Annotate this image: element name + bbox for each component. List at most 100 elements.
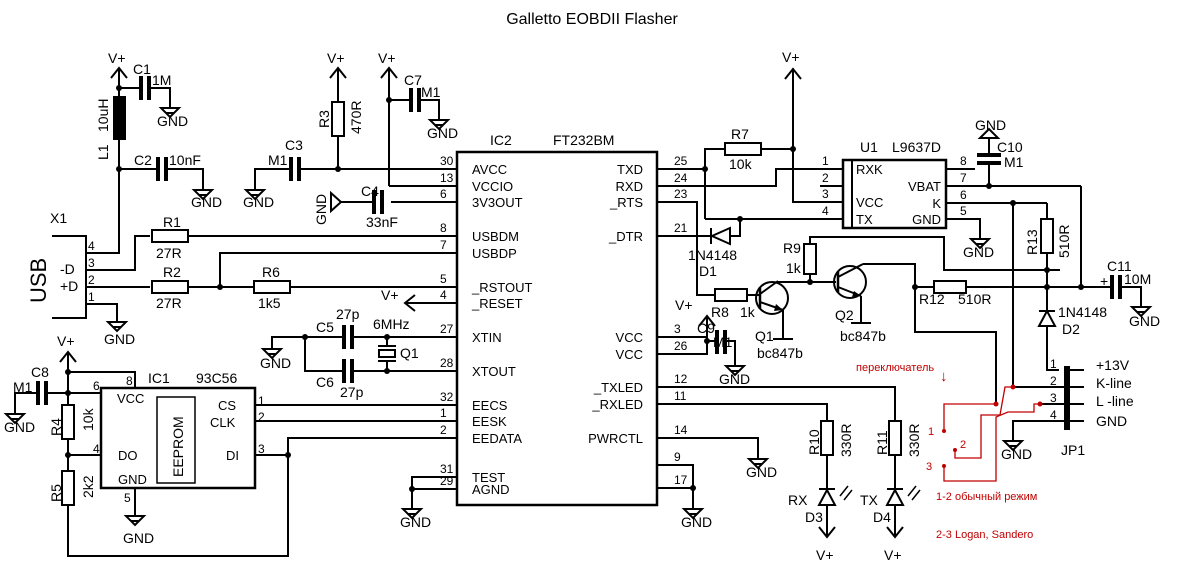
svg-text:1N4148: 1N4148 [688, 247, 737, 263]
page-title: Galletto EOBDII Flasher [506, 11, 678, 28]
ic2-pin-name: 3V3OUT [472, 195, 523, 210]
ic2-pin-name: RXD [616, 179, 643, 194]
svg-text:GND: GND [681, 514, 712, 530]
ic2-pin-number: 12 [674, 372, 688, 386]
ic2-ft232bm: IC2 FT232BM 30AVCC13VCCIO63V3OUT8USBDM7U… [400, 132, 690, 530]
svg-text:Q1: Q1 [755, 328, 774, 344]
svg-text:GND: GND [260, 355, 291, 371]
ic2-pin-name: XTIN [472, 330, 502, 345]
svg-text:10k: 10k [729, 156, 753, 172]
switch-arrow: ↓ [940, 368, 948, 385]
svg-text:GND: GND [1096, 413, 1127, 429]
svg-text:1: 1 [258, 394, 265, 408]
crystal-circuit: GND C5 27p C6 27p Q1 6MHz [260, 306, 457, 400]
svg-text:R4: R4 [48, 418, 64, 436]
ic2-pin-name: TEST [472, 470, 505, 485]
svg-text:GND: GND [746, 464, 777, 480]
svg-text:V+: V+ [675, 297, 693, 313]
svg-text:K-line: K-line [1096, 375, 1132, 391]
svg-text:V+: V+ [327, 50, 345, 66]
svg-text:8: 8 [126, 374, 133, 388]
svg-text:GND: GND [4, 419, 35, 435]
svg-text:R5: R5 [48, 484, 64, 502]
svg-text:+: + [1100, 273, 1108, 289]
svg-text:10nF: 10nF [169, 152, 201, 168]
u1-pin-name: TX [856, 212, 873, 227]
u1-pin-name: RXK [856, 162, 883, 177]
u1-pin-name: GND [912, 212, 941, 227]
svg-text:CLK: CLK [210, 415, 236, 430]
svg-text:C6: C6 [316, 374, 334, 390]
svg-text:C5: C5 [316, 319, 334, 335]
svg-text:93C56: 93C56 [196, 370, 237, 386]
svg-text:JP1: JP1 [1061, 442, 1085, 458]
ic2-pin-name: EEDATA [472, 431, 522, 446]
svg-text:GND: GND [123, 530, 154, 546]
ic2-pin-number: 30 [440, 154, 454, 168]
svg-text:4: 4 [88, 239, 95, 253]
ic2-pin-number: 21 [674, 221, 688, 235]
u1-pin-number: 2 [822, 171, 829, 185]
u1-pin-number: 6 [960, 188, 967, 202]
ic2-pin-name: USBDM [472, 229, 519, 244]
ic2-pin-number: 26 [674, 339, 688, 353]
svg-text:GND: GND [118, 472, 147, 487]
svg-text:Q1: Q1 [400, 345, 419, 361]
u1-pin-name: VBAT [908, 179, 941, 194]
l1-c1-c2: V+ 10uH L1 GND C1 1M GND C2 10nF [95, 50, 222, 210]
svg-text:M1: M1 [268, 152, 288, 168]
svg-text:D4: D4 [873, 509, 891, 525]
svg-text:27R: 27R [156, 295, 182, 311]
svg-text:GND: GND [104, 331, 135, 347]
svg-text:V+: V+ [108, 50, 126, 66]
svg-text:IC1: IC1 [148, 370, 170, 386]
svg-text:R2: R2 [163, 264, 181, 280]
svg-text:2: 2 [960, 439, 966, 451]
ic1-eeprom: IC1 93C56 EEPROM VCC DO GND CS CLK DI 8 … [4, 333, 457, 557]
svg-text:V+: V+ [381, 287, 399, 303]
u1-pin-number: 8 [960, 154, 967, 168]
svg-text:GND: GND [963, 244, 994, 260]
svg-text:4: 4 [1050, 408, 1057, 422]
switch-label: переключатель [856, 362, 934, 374]
svg-text:GND: GND [157, 113, 188, 129]
svg-text:10k: 10k [80, 407, 96, 431]
svg-text:R10: R10 [806, 429, 822, 455]
svg-text:330R: 330R [838, 424, 854, 457]
u1-pin-name: K [932, 196, 941, 211]
svg-text:CS: CS [218, 398, 236, 413]
ic2-pin-number: 28 [440, 356, 454, 370]
ic2-pin-name: _RXLED [591, 397, 643, 412]
svg-text:TX: TX [860, 492, 879, 508]
x1-ref: X1 [50, 210, 67, 226]
jp1-connector: GND 1 2 3 4 +13V K-line L -line GND JP1 [1001, 357, 1134, 462]
svg-text:FT232BM: FT232BM [553, 132, 614, 148]
svg-text:D2: D2 [1062, 321, 1080, 337]
svg-text:bc847b: bc847b [840, 328, 886, 344]
u1-pin-number: 4 [822, 204, 829, 218]
svg-text:4: 4 [93, 442, 100, 456]
svg-text:EEPROM: EEPROM [170, 416, 186, 477]
ic2-pin-number: 4 [440, 288, 447, 302]
ic2-pin-name: _RESET [471, 296, 523, 311]
svg-text:510R: 510R [958, 291, 991, 307]
ic2-pin-name: VCC [616, 347, 643, 362]
svg-text:6: 6 [93, 379, 100, 393]
usb-dminus-label: -D [60, 261, 75, 277]
svg-text:470R: 470R [348, 101, 364, 134]
svg-text:R8: R8 [711, 304, 729, 320]
svg-text:3: 3 [258, 442, 265, 456]
svg-text:R11: R11 [874, 430, 890, 455]
ic2-pin-number: 9 [674, 450, 681, 464]
svg-text:GND: GND [191, 194, 222, 210]
mode-logan-note: 2-3 Logan, Sandero [936, 529, 1033, 541]
svg-text:27R: 27R [156, 245, 182, 261]
svg-text:GND: GND [400, 514, 431, 530]
ic2-right-nets: R7 10k V+ 1N4148 D1 R8 1k V+ GND C9 M1 [657, 49, 896, 530]
ic2-pin-name: VCC [616, 330, 643, 345]
ic2-pin-number: 3 [674, 322, 681, 336]
svg-text:C7: C7 [404, 72, 422, 88]
svg-text:5: 5 [124, 491, 131, 505]
led-indicators: V+ R10 330R RX D3 V+ R11 330R TX D4 [788, 420, 922, 563]
